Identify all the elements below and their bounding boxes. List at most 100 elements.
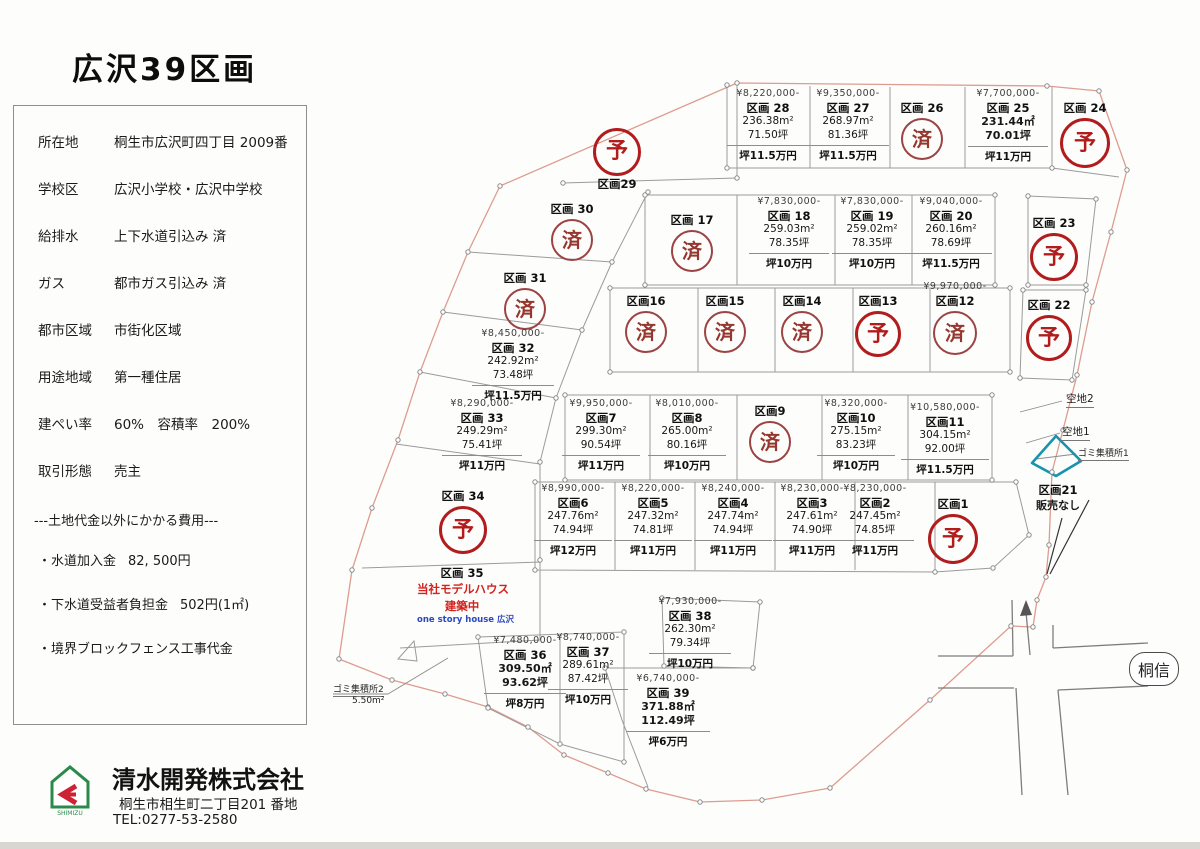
survey-point <box>621 629 627 635</box>
info-row-value: 市街化区域 <box>114 323 182 339</box>
survey-point <box>827 785 833 791</box>
lot-name: 区画15 <box>705 294 745 308</box>
lot-unit-price: 坪11万円 <box>836 539 914 558</box>
lot-name: 区画21 <box>1038 483 1078 497</box>
survey-point <box>724 165 730 171</box>
lot-price: ¥8,320,000- <box>824 398 888 409</box>
info-row-label: 用途地域 <box>38 370 92 386</box>
lot-area-tsubo: 90.54坪 <box>580 438 622 451</box>
info-row-value: 都市ガス引込み 済 <box>114 276 227 292</box>
survey-point <box>1124 167 1130 173</box>
stamp-sold: 済 <box>671 230 713 273</box>
stamp-sold: 済 <box>504 288 546 331</box>
info-row-value: 桐生市広沢町四丁目 2009番 <box>114 135 288 151</box>
survey-point <box>465 249 471 255</box>
lot-name: 区画 30 <box>550 202 594 216</box>
cost-row: ・境界ブロックフェンス工事代金 <box>38 641 292 659</box>
lot-price: ¥10,580,000- <box>910 402 980 413</box>
lot-name: 区画6 <box>557 495 589 510</box>
lot-name: 区画 22 <box>1027 298 1071 312</box>
lot-area-m2: 236.38m² <box>742 115 794 128</box>
lot-area-m2: 249.29m² <box>456 425 508 438</box>
survey-point <box>1096 88 1102 94</box>
stamp-reserved: 予 <box>1060 118 1110 169</box>
lot-name: 区画 28 <box>746 100 790 115</box>
lot-unit-price: 坪6万円 <box>626 731 710 749</box>
lot-area-tsubo: 73.48坪 <box>492 368 534 381</box>
survey-point <box>1108 229 1114 235</box>
survey-point <box>659 595 665 601</box>
lot-name: 区画4 <box>717 495 749 510</box>
survey-point <box>1013 479 1019 485</box>
lot-area-tsubo: 79.34坪 <box>669 636 711 649</box>
survey-point <box>1083 287 1089 293</box>
survey-point <box>607 285 613 291</box>
info-row-label: 建ぺい率 <box>38 417 92 433</box>
lot-area-tsubo: 92.00坪 <box>924 442 966 455</box>
lot-unit-price: 坪10万円 <box>832 252 912 271</box>
lot-29: 予区画29 <box>572 125 662 191</box>
stamp-reserved: 予 <box>928 514 978 565</box>
lot-name: 区画 36 <box>503 647 547 662</box>
lot-name: 区画 32 <box>491 340 535 355</box>
survey-point <box>440 309 446 315</box>
lot-name: 区画2 <box>859 495 891 510</box>
info-panel: 所在地桐生市広沢町四丁目 2009番学校区広沢小学校・広沢中学校給排水上下水道引… <box>13 105 307 725</box>
lot-unit-price: 坪11万円 <box>773 539 851 558</box>
lot-unit-price: 坪10万円 <box>817 454 895 473</box>
info-row-label: 給排水 <box>38 229 79 245</box>
survey-point <box>579 327 585 333</box>
survey-point <box>750 665 756 671</box>
cost-row-value: 502円(1㎡) <box>180 598 250 613</box>
survey-point <box>697 799 703 805</box>
survey-point <box>560 180 566 186</box>
survey-point <box>349 567 355 573</box>
lot-area-tsubo: 74.94坪 <box>712 523 754 536</box>
lot-price: ¥7,700,000- <box>976 88 1040 99</box>
lot-area-m2: 275.15m² <box>830 425 882 438</box>
lot-name: 区画14 <box>782 294 822 308</box>
lot-price: ¥9,950,000- <box>569 398 633 409</box>
survey-point <box>1025 193 1031 199</box>
lot-name: 区画 27 <box>826 100 870 115</box>
survey-point <box>1025 282 1031 288</box>
lot-name: 区画 18 <box>767 208 811 223</box>
lot-area-tsubo: 70.01坪 <box>985 129 1031 143</box>
survey-point <box>990 565 996 571</box>
survey-point <box>989 477 995 483</box>
map-label-gomi-1: ゴミ集積所1 <box>1078 446 1129 461</box>
lot-area-m2: 259.03m² <box>763 223 815 236</box>
lot-unit-price: 坪12万円 <box>534 539 612 558</box>
survey-point <box>1074 372 1080 378</box>
map-label-kirishin: 桐信 <box>1129 652 1180 686</box>
lot-area-tsubo: 112.49坪 <box>641 714 695 728</box>
info-row: 都市区域市街化区域 <box>38 322 292 341</box>
survey-point <box>724 82 730 88</box>
lot-name: 区画9 <box>754 404 786 418</box>
survey-point <box>369 505 375 511</box>
lot-name: 区画1 <box>937 497 969 511</box>
lot-price: ¥8,240,000- <box>701 483 765 494</box>
lot-area-m2: 242.92m² <box>487 355 539 368</box>
lot-price: ¥8,230,000- <box>780 483 844 494</box>
lot-unit-price: 坪11万円 <box>442 454 522 473</box>
stamp-reserved: 予 <box>1030 233 1078 282</box>
lot-name: 区画 37 <box>566 644 610 659</box>
survey-point <box>605 770 611 776</box>
lot-unit-price: 坪10万円 <box>749 252 829 271</box>
lot-price: ¥8,450,000- <box>481 328 545 339</box>
lot-price: ¥7,830,000- <box>840 196 904 207</box>
lot-unit-price: 坪10万円 <box>548 688 628 707</box>
lot-unit-price: 坪11.5万円 <box>901 458 989 477</box>
lot-unit-price: 坪11万円 <box>694 539 772 558</box>
